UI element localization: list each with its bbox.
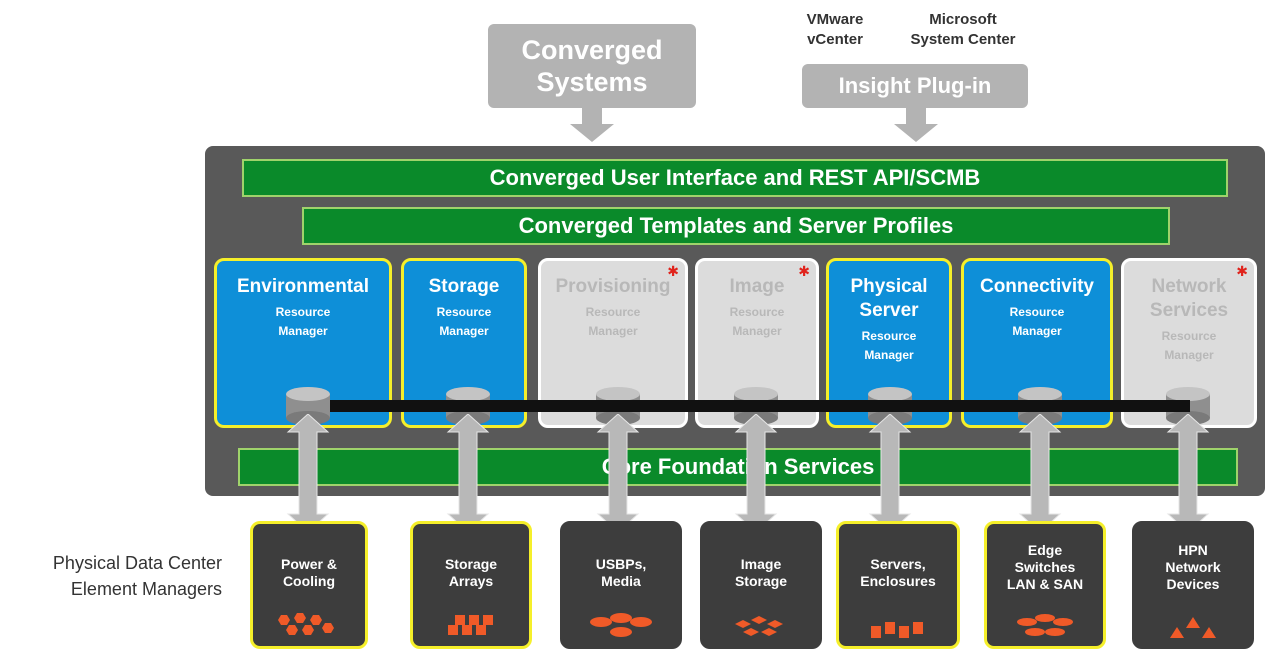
resource-bus-line (330, 400, 1190, 412)
ui-api-bar: Converged User Interface and REST API/SC… (242, 159, 1228, 197)
element-manager-node-2: Storage Arrays (410, 521, 532, 649)
hexagon-cluster-icon (278, 613, 334, 635)
server-cluster-icon (871, 622, 923, 638)
new-feature-star-icon: ✱ (798, 263, 810, 279)
vmware-vcenter-label: VMware vCenter (806, 11, 864, 48)
element-manager-node-5: Servers, Enclosures (836, 521, 960, 649)
bidirectional-arrow-icon (1018, 414, 1062, 532)
element-manager-label: USBPs, Media (595, 556, 647, 589)
insight-plugin-label: Insight Plug-in (838, 73, 992, 98)
new-feature-star-icon: ✱ (667, 263, 679, 279)
insight-plugin-arrow (894, 108, 938, 142)
disc-cluster-icon (590, 613, 652, 637)
bidirectional-arrow-icon (596, 414, 640, 532)
new-feature-star-icon: ✱ (1236, 263, 1248, 279)
diamond-cluster-icon (735, 616, 783, 636)
resource-manager-subtitle: Resource Manager (585, 305, 641, 338)
element-manager-node-6: Edge Switches LAN & SAN (984, 521, 1106, 649)
switch-cluster-icon (1017, 614, 1073, 636)
resource-manager-title: Environmental (237, 276, 369, 297)
element-manager-label: HPN Network Devices (1165, 542, 1221, 592)
element-managers-label: Physical Data Center Element Managers (52, 553, 222, 599)
resource-manager-title: Connectivity (979, 276, 1095, 297)
bidirectional-arrow-icon (1166, 414, 1210, 532)
element-manager-label: Edge Switches LAN & SAN (1006, 542, 1084, 592)
converged-systems-label: Converged Systems (521, 35, 663, 97)
element-manager-label: Servers, Enclosures (860, 556, 936, 589)
resource-manager-subtitle: Resource Manager (1161, 329, 1217, 362)
element-manager-label: Power & Cooling (280, 556, 337, 589)
bidirectional-arrow-icon (868, 414, 912, 532)
insight-plugin-box: Insight Plug-in (802, 64, 1028, 108)
element-manager-label: Storage Arrays (444, 556, 498, 589)
resource-manager-title: Storage (428, 276, 500, 297)
element-manager-node-4: Image Storage (700, 521, 822, 649)
bidirectional-arrow-icon (734, 414, 778, 532)
resource-manager-title: Image (729, 276, 785, 297)
microsoft-system-center-label: Microsoft System Center (910, 11, 1016, 48)
converged-systems-box: Converged Systems (488, 24, 696, 108)
resource-manager-subtitle: Resource Manager (861, 329, 917, 362)
element-manager-node-1: Power & Cooling (250, 521, 368, 649)
resource-manager-subtitle: Resource Manager (1009, 305, 1065, 338)
element-manager-node-7: HPN Network Devices (1132, 521, 1254, 649)
resource-manager-subtitle: Resource Manager (275, 305, 331, 338)
resource-manager-title: Network Services (1149, 276, 1229, 321)
bidirectional-arrow-icon (286, 414, 330, 532)
element-manager-node-3: USBPs, Media (560, 521, 682, 649)
converged-systems-arrow (570, 108, 614, 142)
resource-manager-subtitle: Resource Manager (436, 305, 492, 338)
cube-cluster-icon (448, 615, 493, 635)
resource-manager-title: Provisioning (555, 276, 671, 297)
bidirectional-arrow-icon (446, 414, 490, 532)
resource-manager-title: Physical Server (850, 276, 928, 321)
core-foundation-bar: Core Foundation Services (238, 448, 1238, 486)
element-manager-label: Image Storage (734, 556, 788, 589)
resource-manager-subtitle: Resource Manager (729, 305, 785, 338)
templates-profiles-bar: Converged Templates and Server Profiles (302, 207, 1170, 245)
triangle-cluster-icon (1170, 617, 1216, 638)
